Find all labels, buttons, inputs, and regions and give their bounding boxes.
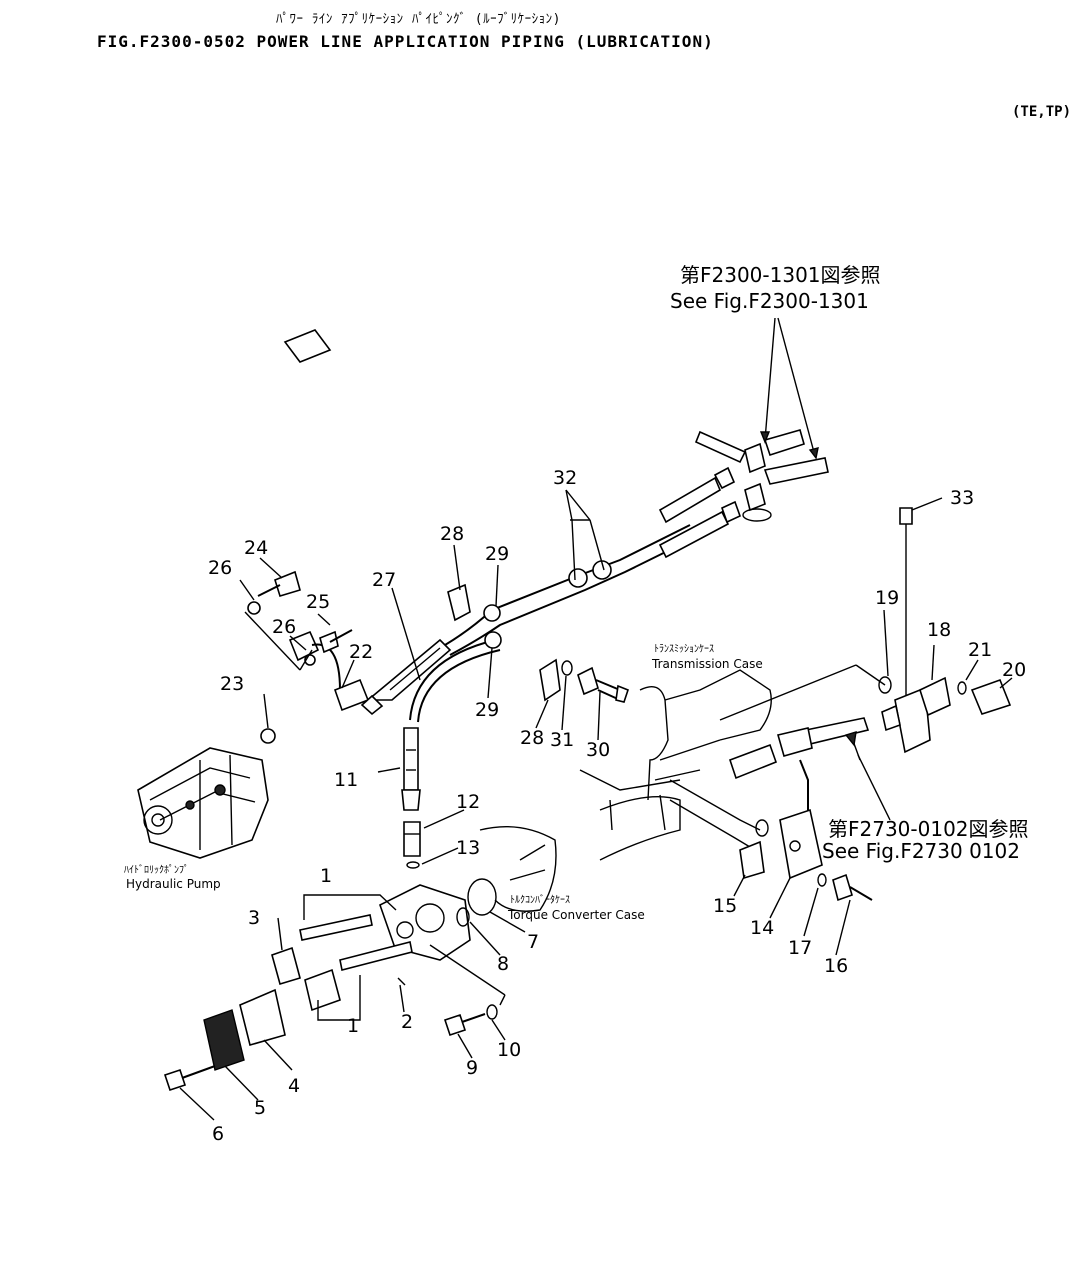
- figure-title: FIG.F2300-0502 POWER LINE APPLICATION PI…: [97, 32, 714, 51]
- transmission-case: [579, 669, 772, 851]
- part-number: 32: [553, 467, 577, 489]
- part-number-labels: 1 1 2 3 4 5 6 7 8 9 10 11 12 13 14 15 16…: [208, 467, 1026, 1145]
- part-number: 11: [334, 769, 358, 791]
- part-number: 29: [475, 699, 499, 721]
- leader-lines: [179, 489, 1013, 1121]
- hydraulic-pump-label-en: Hydraulic Pump: [126, 877, 221, 891]
- part-number: 26: [272, 616, 296, 638]
- part-number: 20: [1002, 659, 1026, 681]
- japanese-title: ﾊﾟﾜｰ ﾗｲﾝ ｱﾌﾟﾘｹｰｼｮﾝ ﾊﾟｲﾋﾟﾝｸﾞ (ﾙｰﾌﾞﾘｹｰｼｮﾝ): [276, 12, 561, 27]
- part-number: 1: [320, 865, 332, 887]
- part-number: 18: [927, 619, 951, 641]
- part-number: 25: [306, 591, 330, 613]
- clamp-and-bolt-30: [561, 660, 629, 703]
- part-number: 15: [713, 895, 737, 917]
- part-number: 12: [456, 791, 480, 813]
- part-number: 4: [288, 1075, 300, 1097]
- part-number: 16: [824, 955, 848, 977]
- right-side-fittings: [719, 507, 1012, 902]
- part-number: 9: [466, 1057, 478, 1079]
- transmission-case-label-en: Transmission Case: [651, 657, 763, 671]
- main-lubrication-line: [409, 519, 701, 723]
- part-number: 17: [788, 937, 812, 959]
- part-number: 5: [254, 1097, 266, 1119]
- part-number: 28: [440, 523, 464, 545]
- part-number: 33: [950, 487, 974, 509]
- torque-converter-case: [479, 796, 681, 912]
- part-number: 31: [550, 729, 574, 751]
- hydraulic-pump-drawing: [137, 747, 269, 859]
- transmission-case-label-jp: ﾄﾗﾝｽﾐｯｼｮﾝｹｰｽ: [654, 643, 714, 655]
- part-number: 1: [347, 1015, 359, 1037]
- part-number: 6: [212, 1123, 224, 1145]
- part-number: 8: [497, 953, 509, 975]
- part-number: 10: [497, 1039, 521, 1061]
- reference-f2730-0102-jp: 第F2730-0102図参照: [828, 817, 1029, 841]
- reference-f2300-1301-en: See Fig.F2300-1301: [670, 289, 869, 313]
- torque-converter-case-label-jp: ﾄﾙｸｺﾝﾊﾞｰﾀｹｰｽ: [510, 894, 570, 906]
- fitting-12: [403, 821, 421, 869]
- part-number: 7: [527, 931, 539, 953]
- part-number: 21: [968, 639, 992, 661]
- hydraulic-pump-label-jp: ﾊｲﾄﾞﾛﾘｯｸﾎﾟﾝﾌﾟ: [124, 864, 189, 876]
- hose-27: [360, 638, 452, 716]
- hose-11: [401, 727, 421, 811]
- model-code: (TE,TP): [1012, 104, 1072, 120]
- gear-pump-assembly: [163, 878, 506, 1092]
- upper-hoses: [658, 317, 829, 559]
- part-number: 24: [244, 537, 268, 559]
- part-number: 14: [750, 917, 774, 939]
- torque-converter-case-label-en: Torque Converter Case: [507, 908, 645, 922]
- part-number: 22: [349, 641, 373, 663]
- reference-f2730-0102-en: See Fig.F2730 0102: [822, 839, 1020, 863]
- part-number: 27: [372, 569, 396, 591]
- part-number: 23: [220, 673, 244, 695]
- part-number: 13: [456, 837, 480, 859]
- reference-f2300-1301-jp: 第F2300-1301図参照: [680, 263, 881, 287]
- part-number: 2: [401, 1011, 413, 1033]
- part-number: 29: [485, 543, 509, 565]
- part-number: 26: [208, 557, 232, 579]
- part-number: 3: [248, 907, 260, 929]
- part-number: 28: [520, 727, 544, 749]
- part-number: 30: [586, 739, 610, 761]
- part-number: 19: [875, 587, 899, 609]
